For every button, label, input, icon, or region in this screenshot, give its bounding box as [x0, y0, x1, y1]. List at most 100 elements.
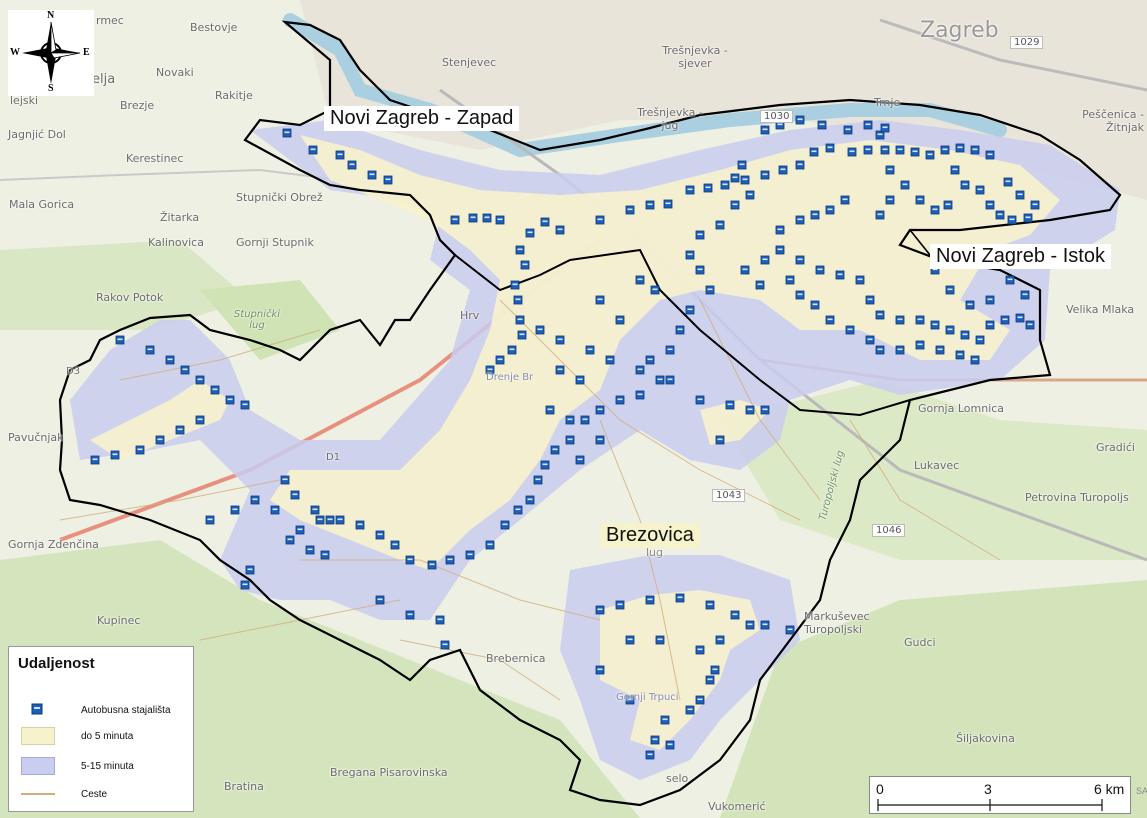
bus-stop-marker-window	[627, 208, 633, 211]
bus-stop-marker-window	[932, 323, 938, 326]
bus-stop-marker-window	[987, 298, 993, 301]
road-number-1043: 1043	[712, 489, 746, 502]
bus-stop-marker-window	[877, 213, 883, 216]
district-label-novi-zagreb-zapad: Novi Zagreb - Zapad	[324, 106, 520, 131]
bus-stop-marker-window	[732, 176, 738, 179]
legend-label: do 5 minuta	[81, 731, 134, 742]
bus-stop-marker-window	[542, 463, 548, 466]
bus-stop-marker-window	[957, 353, 963, 356]
bus-stop-marker-window	[407, 613, 413, 616]
bus-stop-marker-window	[812, 303, 818, 306]
bus-stop-marker-window	[697, 648, 703, 651]
legend-swatch	[21, 757, 55, 775]
bus-stop-marker-window	[287, 538, 293, 541]
bus-stop-marker-window	[662, 718, 668, 721]
place-label: Gornja Lomnica	[918, 402, 1005, 415]
place-label: Bratina	[224, 780, 264, 793]
bus-stop-marker-window	[157, 438, 163, 441]
bus-stop-marker-window	[519, 333, 525, 336]
bus-stop-marker-window	[1025, 216, 1031, 219]
bus-stop-marker-window	[762, 128, 768, 131]
bus-stop-marker-window	[577, 458, 583, 461]
bus-stop-marker-window	[637, 393, 643, 396]
bus-stop-marker-window	[437, 618, 443, 621]
bus-stop-marker-window	[777, 228, 783, 231]
bus-stop-marker-window	[597, 608, 603, 611]
bus-stop-marker-window	[817, 268, 823, 271]
bus-stop-marker-window	[167, 358, 173, 361]
bus-stop-marker-window	[917, 198, 923, 201]
bus-stop-marker-window	[882, 148, 888, 151]
bus-stop-marker-window	[912, 150, 918, 153]
bus-stop-marker-window	[687, 708, 693, 711]
bus-stop-marker-window	[957, 146, 963, 149]
bus-stop-marker-window	[777, 123, 783, 126]
bus-stop-marker-window	[917, 318, 923, 321]
bus-stop-marker-window	[972, 148, 978, 151]
bus-stop-marker-window	[577, 378, 583, 381]
bus-stop-marker-window	[697, 698, 703, 701]
bus-stop-marker-window	[92, 458, 98, 461]
bus-stop-marker-window	[877, 348, 883, 351]
place-label: Trnje	[874, 96, 901, 109]
bus-stop-marker-window	[762, 173, 768, 176]
bus-stop-marker-window	[707, 603, 713, 606]
place-label: selo	[666, 772, 689, 785]
legend-row-zone5: do 5 minuta	[19, 727, 191, 747]
bus-stop-marker-window	[722, 183, 728, 186]
bus-stop-marker-window	[937, 348, 943, 351]
bus-stop-marker-window	[867, 338, 873, 341]
bus-stop-marker-window	[777, 248, 783, 251]
bus-stop-marker-window	[849, 150, 855, 153]
place-label: Trešnjevka - sjever	[662, 44, 728, 70]
place-label: Gornji Stupnik	[236, 236, 314, 249]
place-label: Brezje	[120, 99, 155, 112]
bus-stop-marker-window	[407, 558, 413, 561]
bus-stop-marker-window	[557, 338, 563, 341]
place-label: Gradići	[1096, 441, 1135, 454]
district-label-novi-zagreb-istok: Novi Zagreb - Istok	[930, 244, 1111, 269]
map-credit: SA	[1136, 786, 1147, 796]
bus-stop-marker-window	[797, 118, 803, 121]
place-label: Zagreb	[920, 18, 999, 43]
bus-stop-marker-window	[582, 418, 588, 421]
bus-stop-marker-window	[597, 298, 603, 301]
bus-stop-marker-window	[252, 498, 258, 501]
place-label: Kupinec	[97, 614, 141, 627]
bus-stop-marker-window	[657, 378, 663, 381]
bus-stop-marker-window	[515, 508, 521, 511]
legend-label: 5-15 minuta	[81, 761, 134, 772]
bus-stop-marker-window	[797, 293, 803, 296]
bus-stop-marker-window	[857, 278, 863, 281]
place-label: D1	[326, 452, 341, 463]
bus-stop-marker-window	[517, 318, 523, 321]
bus-stop-marker-window	[284, 131, 290, 134]
bus-stop-marker-window	[882, 126, 888, 129]
bus-stop-marker-window	[627, 698, 633, 701]
legend-swatch	[21, 793, 55, 795]
bus-stop-marker-window	[665, 202, 671, 205]
bus-stop-marker-window	[607, 358, 613, 361]
bus-stop-marker-window	[797, 258, 803, 261]
bus-stop-marker-window	[467, 553, 473, 556]
bus-stop-marker-window	[557, 368, 563, 371]
bus-stop-marker-window	[877, 313, 883, 316]
scale-bar-line	[877, 799, 1103, 811]
place-label: lejski	[10, 94, 39, 107]
bus-stop-marker-window	[247, 568, 253, 571]
bus-stop-marker-window	[819, 123, 825, 126]
bus-stop-marker-window	[987, 203, 993, 206]
bus-stop-marker-window	[687, 308, 693, 311]
bus-stop-marker-window	[307, 548, 313, 551]
bus-stop-marker-window	[547, 408, 553, 411]
bus-stop-marker-window	[739, 163, 745, 166]
bus-stop-marker-window	[705, 186, 711, 189]
bus-stop-marker-window	[587, 348, 593, 351]
bus-stop-marker-window	[707, 288, 713, 291]
bus-stop-marker-window	[902, 183, 908, 186]
bus-stop-marker-window	[617, 318, 623, 321]
scale-label-3: 3	[984, 781, 992, 797]
bus-stop-marker-window	[369, 173, 375, 176]
bus-stop-marker-window	[232, 508, 238, 511]
bus-stop-marker-window	[502, 523, 508, 526]
